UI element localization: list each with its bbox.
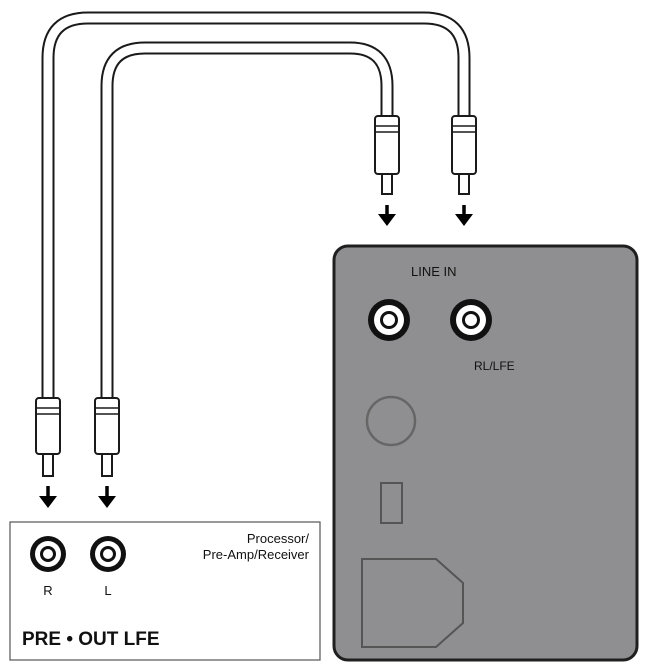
rca-cable-inner-loop — [100, 41, 394, 402]
pre-out-jack-l — [90, 536, 126, 572]
rca-plug-bottom-right — [94, 397, 120, 477]
pre-out-jack-r — [30, 536, 66, 572]
jack-l-label: L — [104, 583, 111, 598]
rca-plug-top-left — [374, 115, 400, 195]
arrow-down-icon — [98, 486, 116, 508]
arrow-down-icon — [378, 205, 396, 226]
receiver-title-line1: Processor/ — [247, 531, 310, 546]
line-in-label: LINE IN — [411, 264, 457, 279]
line-in-jack-right — [450, 299, 492, 341]
pre-out-lfe-label: PRE • OUT LFE — [22, 629, 160, 650]
power-inlet-outline — [361, 558, 464, 648]
power-switch-outline — [380, 482, 403, 524]
arrow-down-icon — [455, 205, 473, 226]
subwoofer-rear-panel — [332, 244, 639, 662]
receiver-title-line2: Pre-Amp/Receiver — [203, 547, 310, 562]
arrow-down-icon — [39, 486, 57, 508]
rl-lfe-label: RL/LFE — [474, 359, 515, 373]
line-in-jack-left — [368, 299, 410, 341]
rca-plug-bottom-left — [35, 397, 61, 477]
rca-plug-top-right — [451, 115, 477, 195]
jack-r-label: R — [43, 583, 52, 598]
rca-cable-outer-loop — [41, 11, 471, 402]
control-knob-outline — [365, 395, 417, 447]
